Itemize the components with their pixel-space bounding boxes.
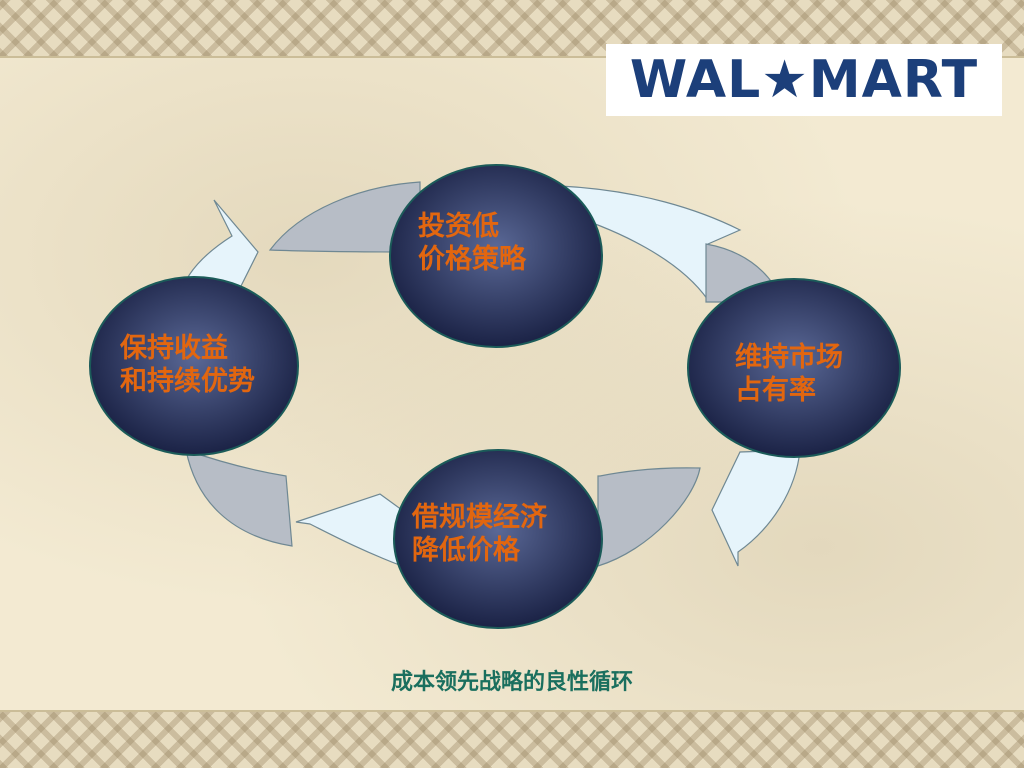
decorative-top-border (0, 0, 1024, 58)
node-left-label: 保持收益 和持续优势 (120, 333, 255, 397)
node-left (89, 276, 299, 456)
logo-text: WAL★MART (629, 50, 979, 110)
arrow-top-left-grey (268, 181, 421, 253)
arrow-right-to-bottom (711, 449, 801, 567)
arrow-bottom-to-left (295, 493, 403, 567)
walmart-logo: WAL★MART (606, 44, 1002, 116)
arrow-left-bottom-grey (185, 449, 293, 547)
node-top-label: 投资低 价格策略 (418, 211, 526, 275)
node-right-label: 维持市场 占有率 (735, 342, 843, 406)
node-top (389, 164, 603, 348)
decorative-bottom-border (0, 710, 1024, 768)
node-bottom-label: 借规模经济 降低价格 (412, 502, 547, 566)
node-bottom (393, 449, 603, 629)
node-right (687, 278, 901, 458)
diagram-caption: 成本领先战略的良性循环 (390, 670, 633, 695)
arrow-bottom-right-grey (597, 467, 701, 567)
